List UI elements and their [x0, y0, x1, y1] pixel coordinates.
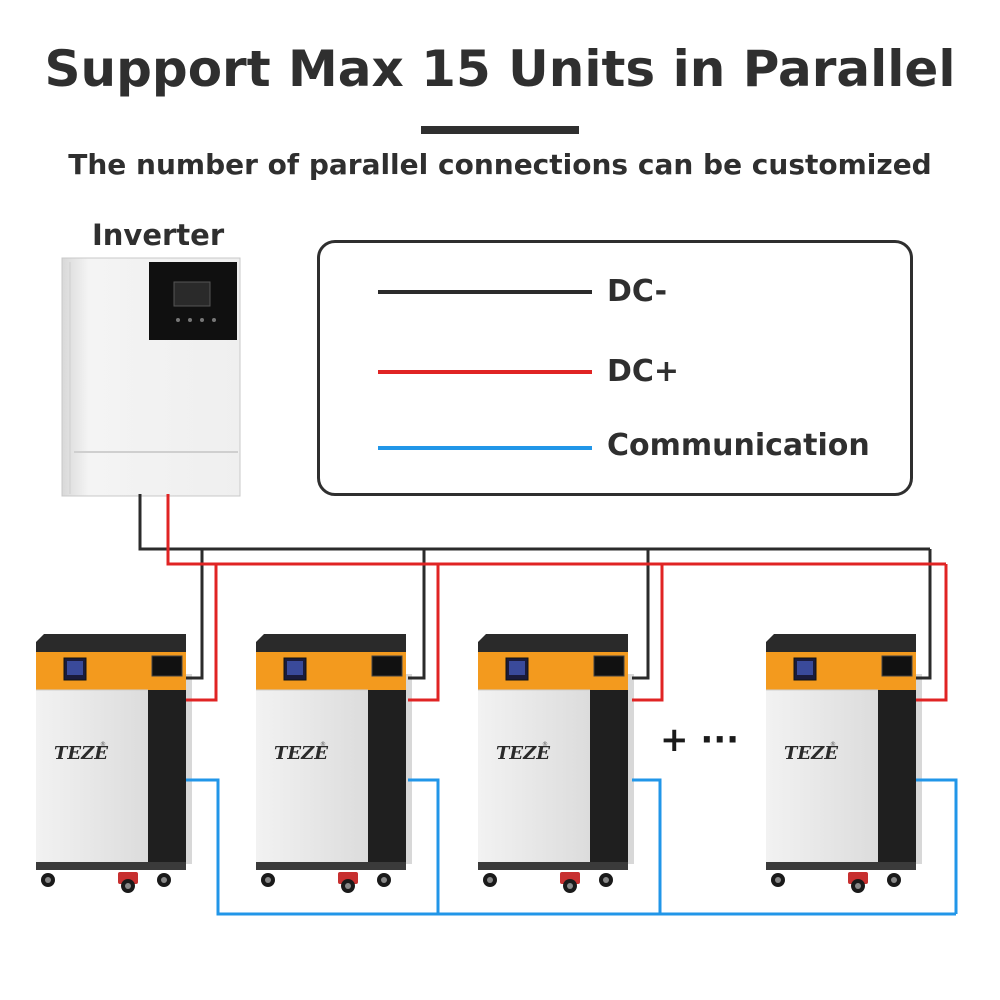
- battery-unit-3: [477, 634, 635, 894]
- inverter-label: Inverter: [92, 218, 225, 252]
- dc-positive-wires: [166, 494, 948, 702]
- legend-label-dc-positive: DC+: [607, 354, 680, 389]
- legend-line-communication: [378, 446, 592, 450]
- legend-line-dc-negative: [378, 290, 592, 294]
- legend-line-dc-positive: [378, 370, 592, 374]
- more-units-indicator: + ···: [660, 720, 740, 760]
- battery-unit-2: [255, 634, 413, 894]
- battery-unit-1: [35, 634, 193, 894]
- inverter: [61, 257, 241, 497]
- page-subtitle: The number of parallel connections can b…: [68, 148, 932, 181]
- legend-box: [317, 240, 913, 496]
- legend-label-communication: Communication: [607, 428, 870, 463]
- page-title: Support Max 15 Units in Parallel: [44, 40, 956, 98]
- communication-wires: [186, 778, 958, 916]
- dc-negative-wires: [138, 494, 932, 680]
- battery-unit-4: [765, 634, 923, 894]
- legend-label-dc-negative: DC-: [607, 274, 668, 309]
- title-underline: [421, 126, 579, 134]
